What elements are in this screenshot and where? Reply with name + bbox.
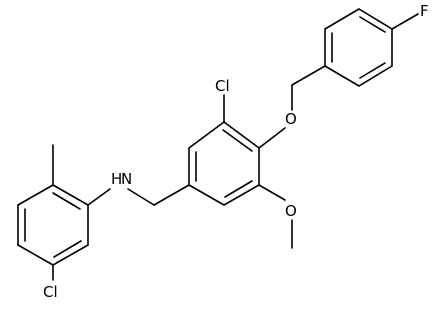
bond-ring1-double-2 <box>224 180 253 198</box>
bond-ring3-double-3 <box>359 62 386 79</box>
bond-ring1-c3-c4 <box>223 184 260 206</box>
atom-labels: Cl O F H N O Cl <box>43 2 429 301</box>
bond-ring3-2 <box>324 8 360 30</box>
atom-o-methoxy: O <box>285 202 297 220</box>
bond-ch2-ring3 <box>291 65 326 86</box>
bond-ring3-5 <box>358 65 393 87</box>
bond-ch2-n <box>127 188 155 206</box>
atom-f: F <box>420 2 429 20</box>
bond-ring3-3 <box>358 8 393 30</box>
bond-ring1-c1-c2 <box>223 121 260 149</box>
bond-ring2-double-1 <box>52 192 81 210</box>
bond-ring3-f <box>391 13 419 30</box>
atom-nh-h: H <box>111 170 122 188</box>
bond-ring2-2 <box>17 184 54 206</box>
bonds <box>17 8 419 281</box>
bond-ring1-double-1 <box>222 129 253 152</box>
bond-ring1-c6-c1 <box>188 121 225 149</box>
bond-c3-o <box>258 184 286 201</box>
bond-ring2-5 <box>52 244 89 266</box>
bond-c5-ch2 <box>153 184 190 206</box>
bond-ring2-double-3 <box>53 240 82 258</box>
atom-cl-top: Cl <box>215 77 230 95</box>
atom-cl-bottom: Cl <box>43 283 58 301</box>
bond-c2-o <box>258 127 286 149</box>
bond-ring3-double-2 <box>359 16 386 33</box>
atom-n: N <box>121 170 132 188</box>
atom-o-ether: O <box>285 110 297 128</box>
bond-ring3-6 <box>324 65 360 87</box>
bond-ring2-1 <box>52 184 89 206</box>
bond-ring2-4 <box>17 244 54 266</box>
bond-n-ring2 <box>87 188 111 206</box>
bond-ring1-c4-c5 <box>188 184 225 206</box>
